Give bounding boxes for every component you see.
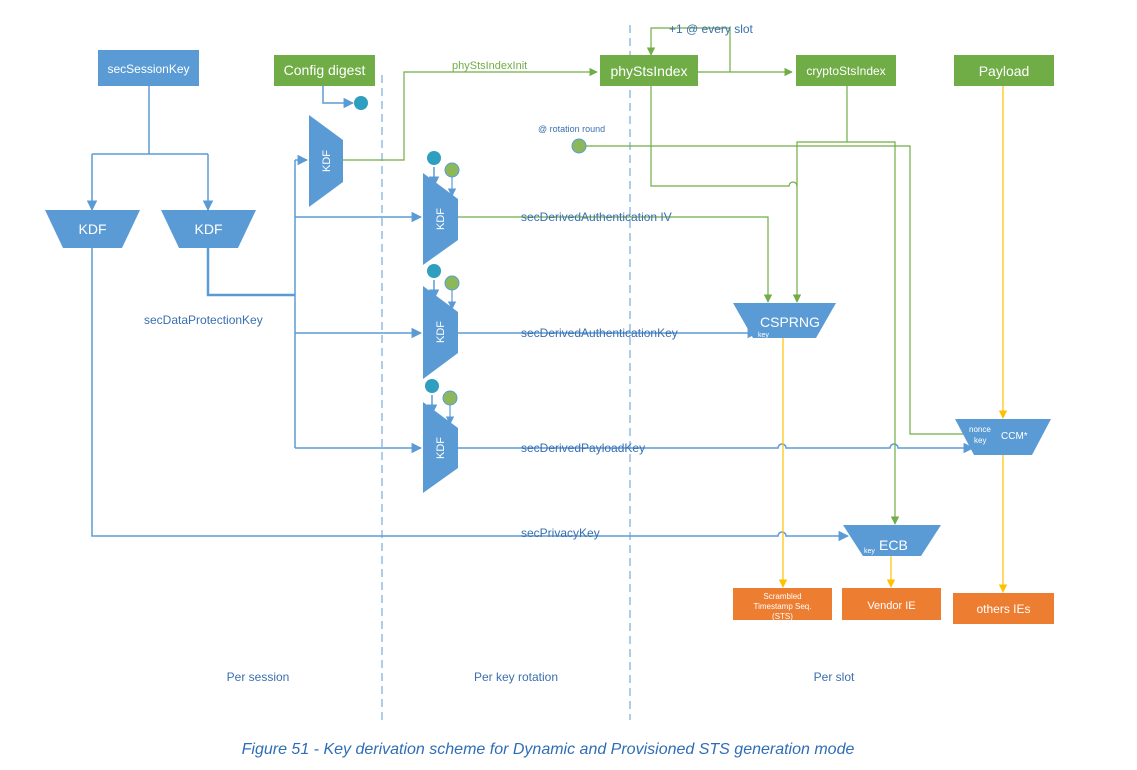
- csprng-block: CSPRNG key: [733, 303, 836, 339]
- svg-text:Timestamp Seq.: Timestamp Seq.: [754, 602, 812, 611]
- svg-text:Vendor IE: Vendor IE: [867, 600, 915, 612]
- box-sec-session-key: secSessionKey: [98, 50, 199, 86]
- svg-text:cryptoStsIndex: cryptoStsIndex: [806, 64, 885, 78]
- label-data-protection-key: secDataProtectionKey: [144, 313, 263, 327]
- label-payload-key: secDerivedPayloadKey: [521, 441, 645, 455]
- box-payload: Payload: [954, 55, 1054, 86]
- svg-text:nonce: nonce: [969, 425, 991, 434]
- svg-text:CSPRNG: CSPRNG: [760, 314, 820, 330]
- dot-kdf-auth-iv-green: [444, 162, 460, 178]
- box-phy-sts-index: phyStsIndex: [600, 55, 698, 86]
- box-others-ies: others IEs: [953, 593, 1054, 624]
- wire-phy-to-csprng: [650, 86, 798, 187]
- figure-caption: Figure 51 - Key derivation scheme for Dy…: [242, 741, 855, 758]
- wire-auth-iv: [458, 216, 773, 303]
- label-privacy-key: secPrivacyKey: [521, 526, 600, 540]
- kdf-block-right: KDF: [161, 210, 256, 248]
- kdf-block-left: KDF: [45, 210, 140, 248]
- svg-text:Scrambled: Scrambled: [763, 592, 801, 601]
- svg-text:others IEs: others IEs: [976, 602, 1030, 616]
- label-auth-iv: secDerivedAuthentication IV: [521, 210, 672, 224]
- region-per-slot: Per slot: [814, 670, 855, 684]
- region-per-session: Per session: [227, 670, 290, 684]
- svg-text:key: key: [864, 548, 875, 555]
- svg-text:Payload: Payload: [979, 63, 1030, 79]
- label-auth-key: secDerivedAuthenticationKey: [521, 326, 678, 340]
- wire-to-kdf-left: [92, 153, 208, 210]
- wire-privacy-key: [91, 248, 850, 542]
- box-scrambled-sts: Scrambled Timestamp Seq. (STS): [733, 588, 832, 621]
- dot-kdf-payload-green: [442, 390, 458, 406]
- box-config-digest: Config digest: [274, 55, 375, 86]
- svg-text:KDF: KDF: [435, 437, 447, 459]
- region-per-key-rotation: Per key rotation: [474, 670, 558, 684]
- dot-kdf-auth-iv-teal: [427, 151, 441, 165]
- kdf-block-payload-key: KDF: [423, 402, 458, 493]
- svg-text:secSessionKey: secSessionKey: [107, 62, 189, 76]
- svg-text:KDF: KDF: [435, 321, 447, 343]
- wire-config-digest-to-dot: [322, 86, 355, 109]
- label-rotation-round: @ rotation round: [538, 124, 605, 134]
- ccm-block: nonce key CCM*: [955, 419, 1051, 455]
- svg-text:phyStsIndex: phyStsIndex: [610, 63, 687, 79]
- svg-text:KDF: KDF: [435, 208, 447, 230]
- kdf-block-auth-iv: KDF: [423, 173, 458, 265]
- wire-crypto-to-csprng: [792, 141, 847, 303]
- wire-phy-sts-index-init: [343, 67, 598, 161]
- kdf-block-config: KDF: [309, 115, 343, 207]
- dot-kdf-payload-teal: [425, 379, 439, 393]
- dot-config-teal: [354, 96, 368, 110]
- label-every-slot: +1 @ every slot: [669, 22, 754, 36]
- svg-text:KDF: KDF: [195, 221, 223, 237]
- dot-kdf-auth-key-green: [444, 275, 460, 291]
- svg-text:KDF: KDF: [321, 150, 333, 172]
- ecb-block: key ECB: [843, 525, 941, 556]
- box-vendor-ie: Vendor IE: [842, 588, 941, 620]
- svg-text:(STS): (STS): [772, 612, 793, 621]
- svg-text:KDF: KDF: [79, 221, 107, 237]
- svg-text:key: key: [758, 332, 769, 339]
- dot-kdf-auth-key-teal: [427, 264, 441, 278]
- kdf-block-auth-key: KDF: [423, 286, 458, 379]
- wire-rotation-round: [585, 145, 978, 439]
- box-crypto-sts-index: cryptoStsIndex: [796, 55, 896, 86]
- svg-text:key: key: [974, 436, 986, 445]
- svg-text:Config digest: Config digest: [284, 62, 366, 78]
- wire-payload-key: [458, 442, 975, 454]
- wire-crypto-to-ecb: [847, 141, 900, 525]
- dot-rotation-round: [571, 138, 587, 154]
- svg-text:CCM*: CCM*: [1001, 431, 1028, 442]
- wire-slot-loop: [646, 27, 731, 72]
- wire-data-protection-key: [206, 248, 295, 297]
- svg-text:ECB: ECB: [879, 537, 908, 553]
- label-phy-sts-index-init: phyStsIndexInit: [452, 60, 527, 72]
